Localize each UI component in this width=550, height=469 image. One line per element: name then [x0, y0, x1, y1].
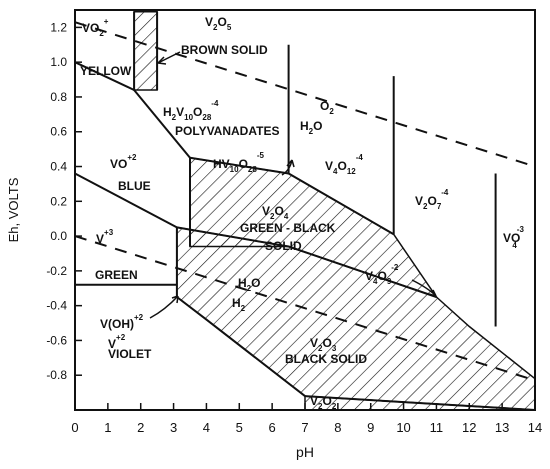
y-axis-label: Eh, VOLTS — [6, 177, 21, 242]
y-tick-label: -0.6 — [46, 333, 67, 347]
brown-solid-region — [133, 10, 158, 91]
x-tick-label: 12 — [462, 420, 476, 435]
hv10-label: HV10O28-5 — [213, 151, 264, 174]
x-tick-label: 3 — [170, 420, 177, 435]
polyvanadates-label: POLYVANADATES — [175, 124, 279, 138]
hv10-arrowhead — [286, 159, 295, 168]
x-tick-label: 7 — [301, 420, 308, 435]
x-tick-label: 8 — [334, 420, 341, 435]
v2o7-label: V2O7-4 — [415, 188, 449, 211]
x-tick-label: 6 — [269, 420, 276, 435]
y-tick-label: 0.6 — [50, 125, 67, 139]
v4o12-label: V4O12-4 — [325, 153, 363, 176]
y-tick-label: -0.4 — [46, 299, 67, 313]
v4o9-label: V4O9-2 — [365, 263, 399, 286]
h2o-lower-label: H2O — [238, 276, 260, 293]
o2-label: O2 — [320, 99, 334, 116]
y-tick-label: 0.0 — [50, 229, 67, 243]
x-tick-label: 11 — [430, 420, 444, 435]
solid-label: SOLID — [265, 239, 302, 253]
x-tick-label: 2 — [137, 420, 144, 435]
h2v10-vo-boundary — [133, 89, 191, 159]
voh-label: V(OH)+2 — [100, 313, 144, 331]
x-tick-label: 9 — [367, 420, 374, 435]
v2o3-lower-boundary — [176, 296, 306, 397]
v2o5-label: V2O5 — [205, 15, 232, 32]
y-tick-label: 0.2 — [50, 194, 67, 208]
x-tick-label: 1 — [104, 420, 111, 435]
x-tick-label: 5 — [236, 420, 243, 435]
v2-label: V+2 — [108, 333, 126, 351]
violet-label: VIOLET — [108, 347, 152, 361]
h2o-h2-line — [74, 235, 536, 382]
voh-leader — [149, 295, 179, 319]
y-tick-label: 0.8 — [50, 90, 67, 104]
y-tick-label: 0.4 — [50, 160, 67, 174]
brown-solid-arrowhead — [157, 56, 167, 65]
y-tick-label: 1.0 — [50, 55, 67, 69]
v2o4-label: V2O4 — [262, 204, 289, 221]
v4o9-arrowhead — [428, 289, 437, 297]
vo2-vo-boundary — [74, 61, 135, 91]
blue-label: BLUE — [118, 179, 151, 193]
green-label: GREEN — [95, 268, 138, 282]
x-axis-label: pH — [296, 444, 314, 460]
x-tick-label: 0 — [71, 420, 78, 435]
y-tick-label: -0.8 — [46, 368, 67, 382]
h2-label: H2 — [232, 296, 246, 313]
x-tick-label: 13 — [495, 420, 509, 435]
o2-h2o-line — [74, 21, 536, 168]
brown-solid-label: BROWN SOLID — [181, 43, 268, 57]
v2o2-upper-boundary — [304, 395, 536, 411]
h2v10-label: H2V10O28-4 — [163, 99, 219, 122]
v2o4-lower-boundary — [176, 226, 437, 298]
brown-solid-leader — [157, 51, 181, 64]
label-leaders — [149, 51, 437, 319]
green-black-label: GREEN - BLACK — [240, 221, 336, 235]
v2o2-label: V2O2 — [310, 394, 337, 411]
x-tick-label: 4 — [203, 420, 210, 435]
v3-label: V+3 — [96, 228, 114, 246]
yellow-label: YELLOW — [80, 64, 132, 78]
voh-arrowhead — [171, 295, 179, 304]
boundary-lines — [74, 11, 536, 411]
dashed-lines — [74, 21, 536, 382]
y-tick-label: 1.2 — [50, 20, 67, 34]
vo2-label: VO2+ — [82, 17, 109, 38]
y-tick-label: -0.2 — [46, 264, 67, 278]
x-tick-label: 10 — [396, 420, 410, 435]
x-tick-label: 14 — [528, 420, 542, 435]
v2o3-label: V2O3 — [310, 336, 337, 353]
h2o-upper-label: H2O — [300, 119, 322, 136]
black-solid-label: BLACK SOLID — [285, 352, 367, 366]
vo-v3-boundary — [74, 172, 178, 229]
vo-label: VO+2 — [110, 153, 137, 171]
